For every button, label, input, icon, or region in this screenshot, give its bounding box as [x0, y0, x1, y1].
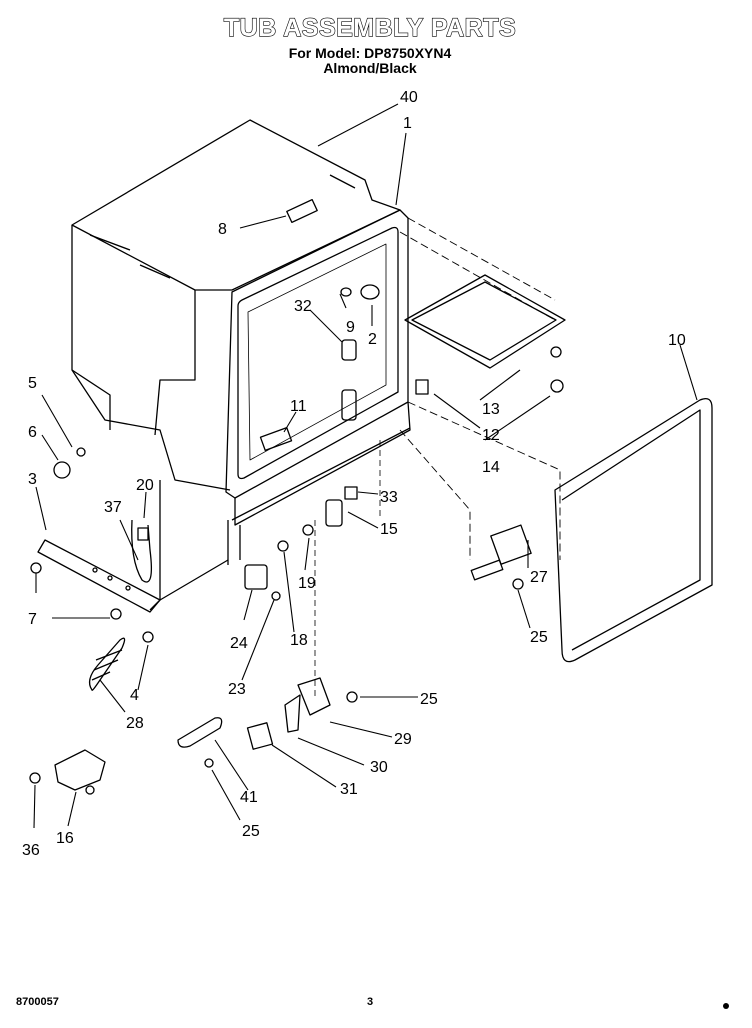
callout-20: 20: [136, 477, 154, 494]
rack-rail: [554, 397, 713, 663]
callout-24: 24: [230, 635, 248, 652]
callout-28: 28: [126, 715, 144, 732]
callout-14: 14: [482, 459, 500, 476]
callout-23: 23: [228, 681, 246, 698]
callout-2: 2: [368, 331, 377, 348]
callout-27: 27: [530, 569, 548, 586]
model-line: For Model: DP8750XYN4: [288, 45, 452, 61]
callout-labels: 40 1 8 9 2 32 10 5 6 3 11 13 12 14 20 37…: [22, 89, 686, 859]
callout-6: 6: [28, 424, 37, 441]
callout-15: 15: [380, 521, 398, 538]
callout-40: 40: [400, 89, 418, 106]
callout-4: 4: [130, 687, 139, 704]
callout-1: 1: [403, 115, 412, 132]
callout-7: 7: [28, 611, 37, 628]
callout-30: 30: [370, 759, 388, 776]
color-line: Almond/Black: [323, 60, 417, 76]
doc-number: 8700057: [16, 996, 59, 1008]
callout-16: 16: [56, 830, 74, 847]
callout-11: 11: [290, 398, 307, 415]
callout-5: 5: [28, 375, 37, 392]
callout-36: 36: [22, 842, 40, 859]
tub-body: [71, 119, 401, 291]
base-plate: [37, 539, 161, 613]
callout-25: 25: [420, 691, 438, 708]
callout-37: 37: [104, 499, 122, 516]
callout-18: 18: [290, 632, 308, 649]
callout-25: 25: [530, 629, 548, 646]
callout-12: 12: [482, 427, 500, 444]
callout-13: 13: [482, 401, 500, 418]
callout-10: 10: [668, 332, 686, 349]
callout-8: 8: [218, 221, 227, 238]
page-title: TUB ASSEMBLY PARTS: [223, 13, 517, 42]
lower-basket: [404, 274, 566, 369]
callout-3: 3: [28, 471, 37, 488]
page-number: 3: [367, 996, 374, 1008]
callout-9: 9: [346, 319, 355, 336]
callout-41: 41: [240, 789, 258, 806]
callout-19: 19: [298, 575, 316, 592]
callout-25: 25: [242, 823, 260, 840]
tub-frame: [225, 209, 409, 499]
callout-33: 33: [380, 489, 398, 506]
callout-31: 31: [340, 781, 358, 798]
callout-32: 32: [294, 298, 312, 315]
callout-29: 29: [394, 731, 412, 748]
